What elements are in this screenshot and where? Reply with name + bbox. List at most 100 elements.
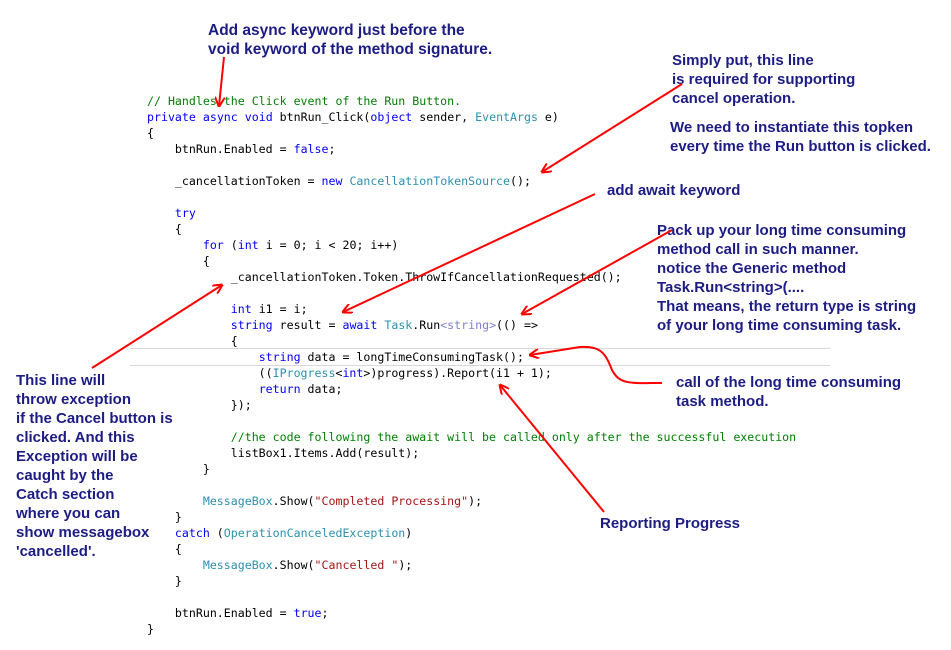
note-pack-up: Pack up your long time consuming method … — [657, 222, 917, 334]
code-editor: // Handles the Click event of the Run Bu… — [147, 93, 796, 637]
code-token: ); — [398, 558, 413, 572]
code-token: private — [147, 110, 196, 124]
code-token: // Handles the Click event of the Run Bu… — [147, 94, 462, 108]
code-token: ) — [405, 526, 413, 540]
code-token: { — [147, 126, 154, 140]
code-token: data; — [300, 382, 343, 396]
code-token: //the code following the await will be c… — [147, 430, 797, 444]
code-token: .Show( — [272, 494, 315, 508]
code-token: { — [147, 334, 238, 348]
note-call: call of the long time consuming task met… — [676, 374, 902, 410]
note-async: Add async keyword just before the void k… — [208, 22, 493, 58]
code-token: { — [147, 542, 182, 556]
code-line: string result = await Task.Run<string>((… — [147, 317, 796, 333]
code-token: } — [147, 510, 182, 524]
code-token: _cancellationToken = — [147, 174, 322, 188]
code-line: { — [147, 541, 796, 557]
code-token: int — [237, 238, 259, 252]
note-instantiate: We need to instantiate this topken every… — [670, 119, 931, 155]
code-token: } — [147, 462, 210, 476]
arrow-async — [219, 56, 225, 106]
highlight-line-top — [130, 348, 830, 349]
code-token: void — [244, 110, 273, 124]
code-token: ); — [468, 494, 483, 508]
code-token: false — [293, 142, 329, 156]
code-token: _cancellationToken.Token.ThrowIfCancella… — [147, 270, 622, 284]
arrow-task-run — [522, 229, 673, 314]
code-line: try — [147, 205, 796, 221]
code-token: await — [342, 318, 378, 332]
code-line: int i1 = i; — [147, 301, 796, 317]
code-line: } — [147, 509, 796, 525]
arrow-throw — [91, 285, 222, 369]
code-line: }); — [147, 397, 796, 413]
code-token: btnRun_Click( — [272, 110, 371, 124]
code-line: _cancellationToken = new CancellationTok… — [147, 173, 796, 189]
code-token: int — [342, 366, 364, 380]
code-token: int — [230, 302, 252, 316]
code-token: >)progress).Report(i1 + 1); — [363, 366, 552, 380]
code-line: //the code following the await will be c… — [147, 429, 796, 445]
code-line: listBox1.Items.Add(result); — [147, 445, 796, 461]
code-token: (() => — [496, 318, 538, 332]
code-token: ; — [328, 142, 336, 156]
code-token: MessageBox — [202, 558, 273, 572]
code-line: btnRun.Enabled = false; — [147, 141, 796, 157]
code-token: <string> — [440, 318, 497, 332]
code-token: string — [258, 350, 301, 364]
code-line: MessageBox.Show("Cancelled "); — [147, 557, 796, 573]
code-token: (( — [147, 366, 273, 380]
code-token: new — [321, 174, 343, 188]
code-token: async — [202, 110, 238, 124]
code-token: object — [370, 110, 413, 124]
code-token: i1 = i; — [251, 302, 308, 316]
code-token: .Run — [412, 318, 441, 332]
code-line: private async void btnRun_Click(object s… — [147, 109, 796, 125]
code-token: { — [147, 222, 182, 236]
code-token: true — [293, 606, 322, 620]
code-line: { — [147, 333, 796, 349]
code-line: { — [147, 253, 796, 269]
code-token: "Completed Processing" — [314, 494, 469, 508]
code-token: }); — [147, 398, 252, 412]
code-token: } — [147, 622, 154, 636]
code-token: ( — [209, 526, 224, 540]
code-line: _cancellationToken.Token.ThrowIfCancella… — [147, 269, 796, 285]
code-line: } — [147, 621, 796, 637]
code-token: for — [202, 238, 224, 252]
code-line: ((IProgress<int>)progress).Report(i1 + 1… — [147, 365, 796, 381]
code-token: btnRun.Enabled = — [147, 606, 294, 620]
highlight-line-bottom — [130, 365, 830, 366]
code-token: "Cancelled " — [314, 558, 399, 572]
code-token: e) — [537, 110, 559, 124]
note-await: add await keyword — [607, 182, 741, 199]
code-line: MessageBox.Show("Completed Processing"); — [147, 493, 796, 509]
code-line: for (int i = 0; i < 20; i++) — [147, 237, 796, 253]
code-token: return — [258, 382, 301, 396]
code-token: ; — [321, 606, 329, 620]
code-token: } — [147, 574, 182, 588]
note-reporting: Reporting Progress — [600, 515, 741, 532]
arrow-await — [343, 193, 596, 312]
code-token: catch — [174, 526, 210, 540]
note-throw: This line will throw exception if the Ca… — [16, 372, 173, 560]
code-token: string — [230, 318, 273, 332]
arrow-reporting — [500, 385, 605, 513]
code-token: .Show( — [272, 558, 315, 572]
code-line: btnRun.Enabled = true; — [147, 605, 796, 621]
code-token: Task — [384, 318, 413, 332]
code-token: (); — [510, 174, 531, 188]
code-line: { — [147, 125, 796, 141]
code-token: sender, — [412, 110, 476, 124]
code-token: try — [174, 206, 196, 220]
code-token: { — [147, 254, 210, 268]
code-token: MessageBox — [202, 494, 273, 508]
code-line: } — [147, 461, 796, 477]
code-token: data = longTimeConsumingTask(); — [300, 350, 524, 364]
code-token: result = — [272, 318, 343, 332]
code-token: ( — [223, 238, 238, 252]
code-line: // Handles the Click event of the Run Bu… — [147, 93, 796, 109]
arrow-cancel-token — [542, 83, 683, 172]
code-token: IProgress — [272, 366, 336, 380]
